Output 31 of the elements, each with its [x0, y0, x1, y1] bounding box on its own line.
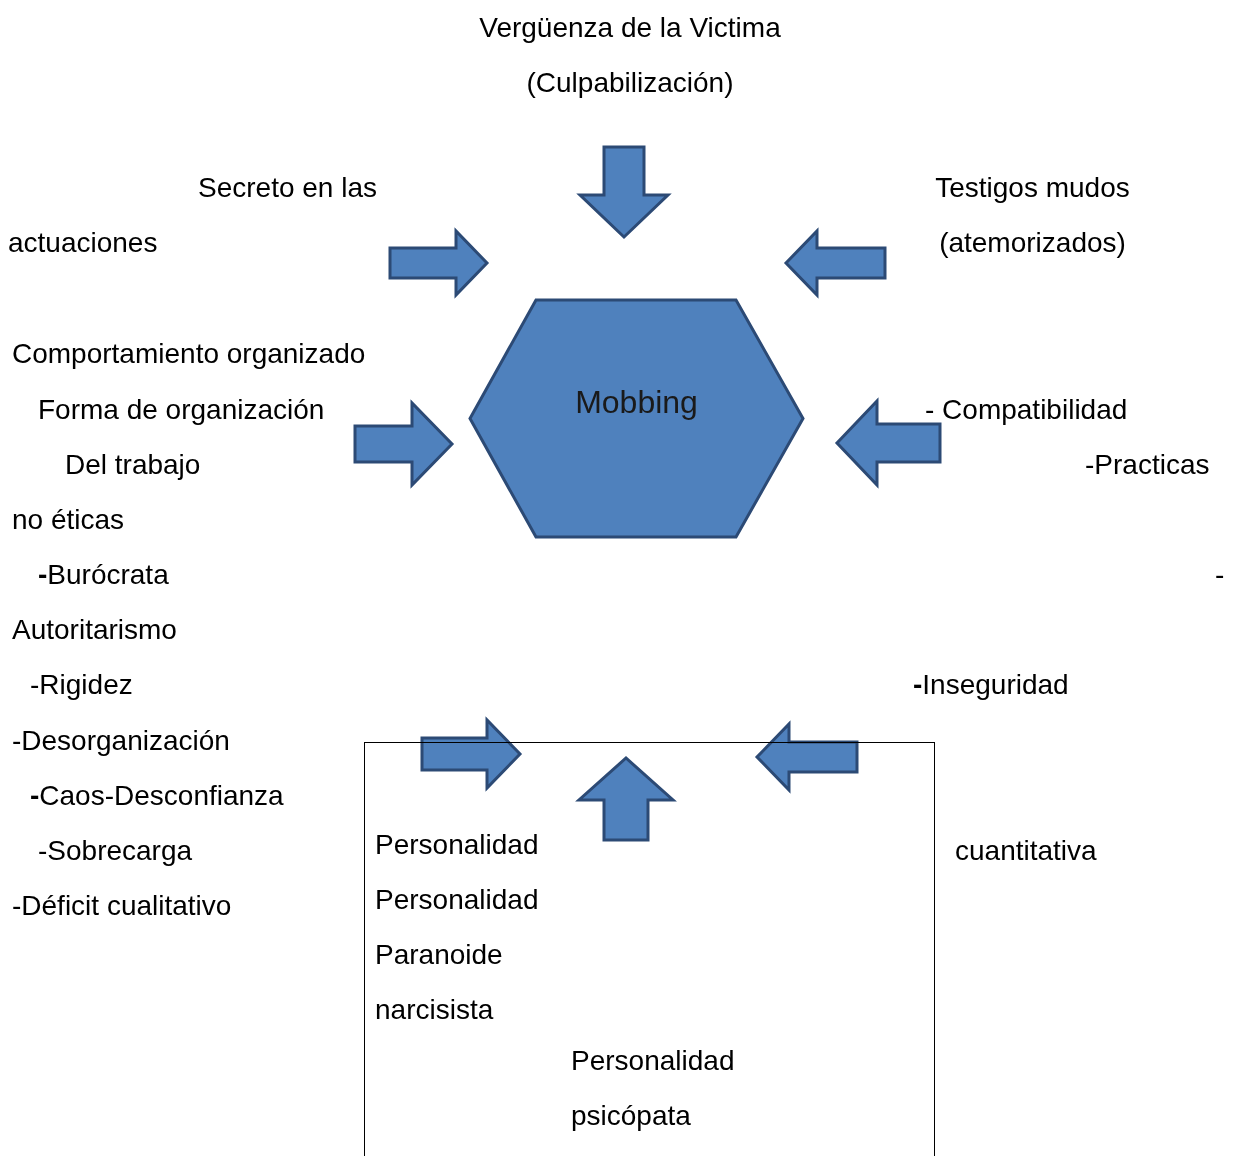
list-item-text: Forma de organización [38, 394, 325, 426]
list-item-text: -Rigidez [30, 669, 133, 701]
list-item-text: -Desorganización [12, 725, 230, 757]
block-arrow [576, 145, 672, 240]
list-item-text: no éticas [12, 504, 125, 536]
text-label: Vergüenza de la Victima (Culpabilización) [440, 0, 820, 110]
node-title: Mobbing [574, 386, 699, 418]
block-arrow [388, 227, 490, 299]
list-item-text: Paranoide [375, 939, 503, 971]
text-frame [364, 742, 935, 1156]
block-arrow [353, 399, 455, 489]
list-item-text: -Burócrata [38, 559, 169, 591]
list-item-text: -Sobrecarga [38, 835, 193, 867]
list-item-text: cuantitativa [955, 835, 1097, 867]
list-item-text: - Compatibilidad [925, 394, 1128, 426]
block-arrow [834, 397, 942, 489]
list-item-text: - [1215, 559, 1225, 591]
block-arrow [783, 227, 887, 299]
list-item-text: -Déficit cualitativo [12, 890, 232, 922]
list-item-text: -Practicas [1085, 449, 1210, 481]
list-item-text: Personalidad [375, 884, 539, 916]
list-item-text: narcisista [375, 994, 494, 1026]
list-item-text: Personalidad [375, 829, 539, 861]
text-label: Testigos mudos (atemorizados) [900, 160, 1165, 270]
list-item-text: Del trabajo [65, 449, 201, 481]
list-item-text: -Inseguridad [913, 669, 1069, 701]
list-item-text: Comportamiento organizado [12, 338, 366, 370]
list-item-text: -Caos-Desconfianza [30, 780, 284, 812]
list-item-text: Personalidad psicópata [571, 1044, 736, 1133]
text-label: Secreto en las actuaciones [8, 160, 408, 270]
list-item-text: Autoritarismo [12, 614, 177, 646]
